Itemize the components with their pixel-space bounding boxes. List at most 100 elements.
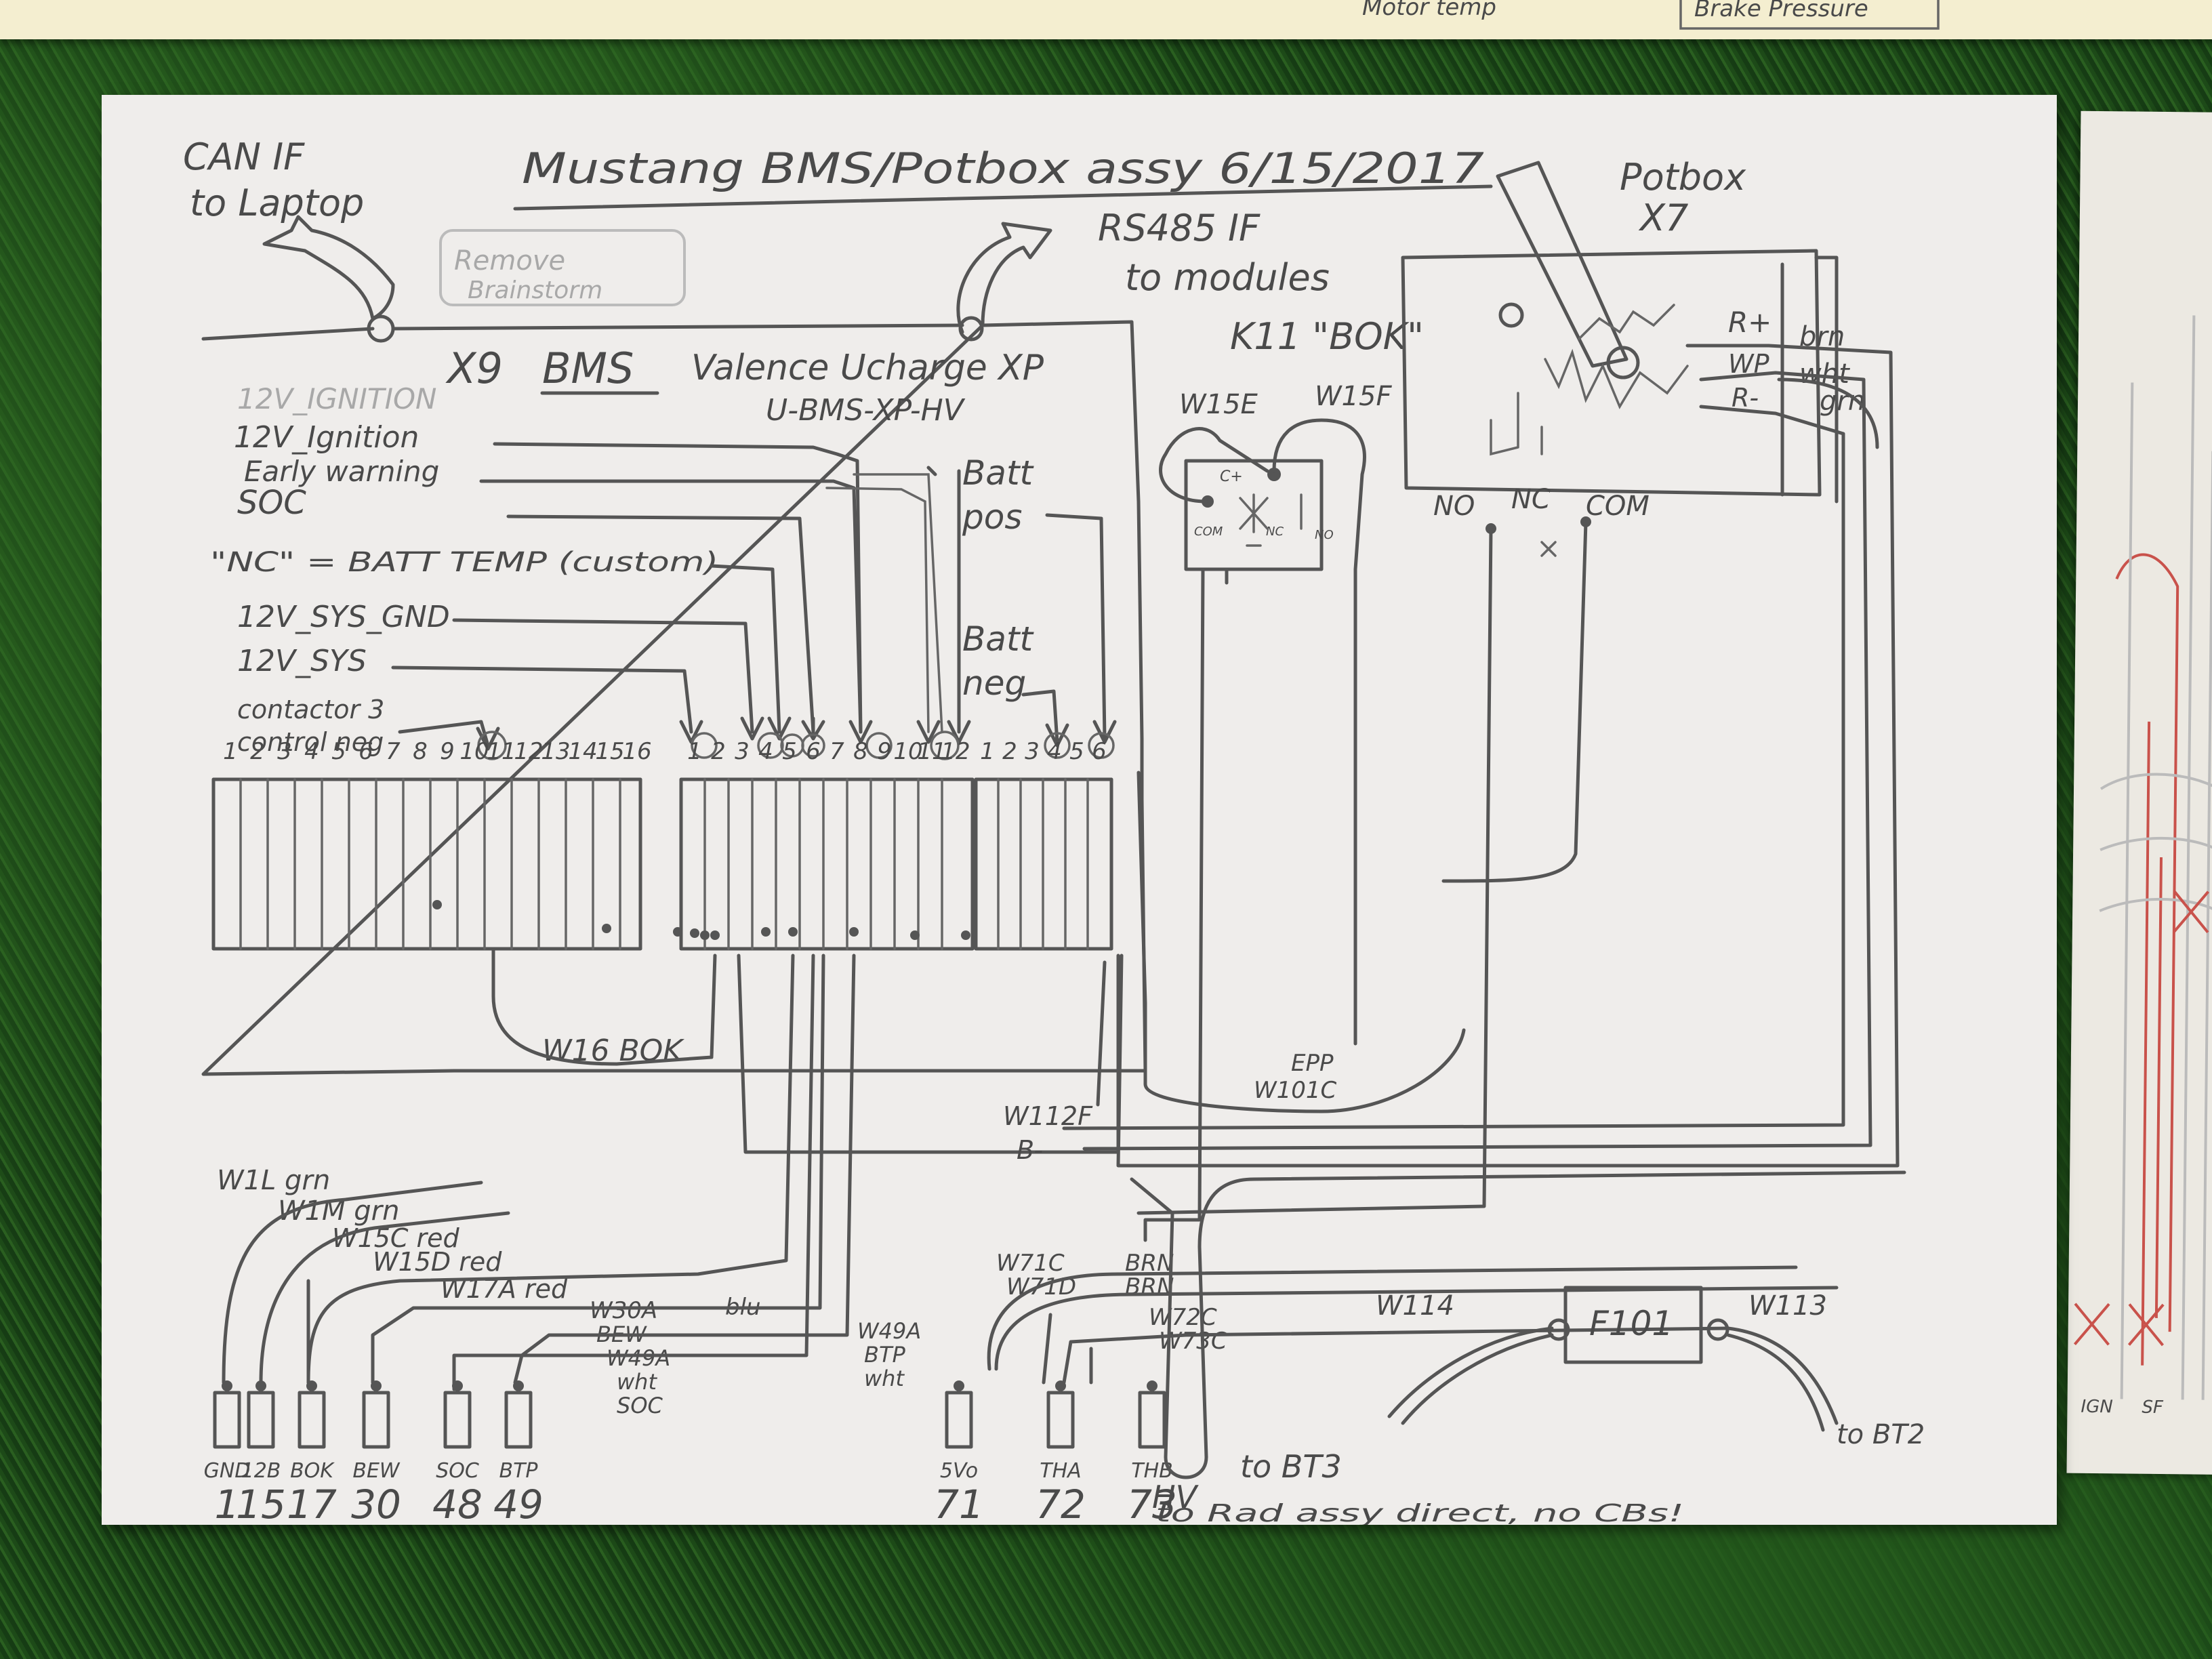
terminal-crimp xyxy=(1055,1380,1066,1391)
connector-b-pin-number: 10 xyxy=(893,738,922,765)
terminal-lug xyxy=(504,1391,533,1449)
loop-wires xyxy=(737,771,1466,1154)
terminal-number: 30 xyxy=(351,1481,401,1525)
terminal-row: GND112B15BOK17BEW30SOC48BTP495Vo71THA72T… xyxy=(204,1380,1177,1525)
relay-pin-cplus: C+ xyxy=(1220,468,1243,485)
faint-note-box xyxy=(439,229,686,306)
connector-a-pin-number: 16 xyxy=(622,738,651,765)
connector-c-pin-number: 4 xyxy=(1047,738,1062,765)
relay-pin-com: COM xyxy=(1194,525,1223,539)
connector-a-pin-number: 14 xyxy=(568,738,597,765)
arrow-a10 xyxy=(476,726,500,751)
potbox-lever xyxy=(1496,161,1629,368)
connector-b-pin-number: 1 xyxy=(687,738,702,765)
potbox-switch-com: COM xyxy=(1586,491,1650,522)
connector-a-pin-number: 15 xyxy=(595,738,624,765)
pin-dot-b1 xyxy=(602,924,611,933)
terminal-lug xyxy=(247,1391,275,1449)
rs485-label-line1: RS485 IF xyxy=(1098,207,1261,249)
terminal-crimp xyxy=(222,1380,232,1391)
terminal-number: 71 xyxy=(934,1481,984,1525)
terminal-number: 49 xyxy=(493,1481,544,1525)
right-sheet-lines xyxy=(2120,315,2212,1400)
connector-b xyxy=(679,731,975,951)
connector-a-pin-number: 6 xyxy=(359,738,373,765)
connector-a-pin10-marker xyxy=(477,731,507,760)
top-strip-text-motor: Motor temp xyxy=(1362,0,1496,21)
wire-label-w15c: W15C red xyxy=(332,1223,460,1253)
red-trace-1 xyxy=(2115,553,2179,1332)
wire-spare xyxy=(926,466,961,734)
potbox-body xyxy=(1401,249,1822,497)
connector-c-pin-number: 6 xyxy=(1092,738,1107,765)
relay-coil-symbol xyxy=(1239,493,1303,547)
arrow-b2 xyxy=(740,716,764,741)
terminal-crimp xyxy=(306,1380,317,1391)
pin-dot-c6 xyxy=(961,930,970,940)
label-contactor-line1: contactor 3 xyxy=(237,695,384,724)
connector-b-pin-number: 11 xyxy=(917,738,946,765)
terminal-lug xyxy=(945,1391,973,1449)
relay-pin-nc: NC xyxy=(1266,525,1284,539)
wire-ignition-right xyxy=(825,487,930,733)
connector-b-pin-number: 6 xyxy=(806,738,821,765)
terminal-lug xyxy=(213,1391,241,1449)
connector-b-body xyxy=(679,777,975,951)
label-12v-ignition-faint: 12V_IGNITION xyxy=(237,382,436,415)
connector-b-pin-number: 2 xyxy=(711,738,726,765)
terminal-crimp xyxy=(255,1380,266,1391)
wire-sys xyxy=(391,665,693,734)
connector-c-pin-number: 3 xyxy=(1025,738,1040,765)
fuse-wires xyxy=(1387,1326,1839,1432)
right-sheet-drawing: IGN SF xyxy=(2073,315,2212,1418)
red-trace-2 xyxy=(2141,721,2163,1366)
connector-b-pin4-marker xyxy=(757,732,784,759)
terminal-crimp xyxy=(371,1380,382,1391)
potbox-title-line1: Potbox xyxy=(1620,156,1746,199)
pin-dot-b6 xyxy=(710,930,720,940)
wire-label-w72c: W72C xyxy=(1149,1304,1217,1331)
connector-b-pin6-marker xyxy=(801,733,825,758)
right-sheet-loops xyxy=(2099,773,2212,920)
wire-batt-neg xyxy=(1021,689,1069,747)
terminal-name: 5Vo xyxy=(940,1459,978,1483)
connector-a-pin-number: 11 xyxy=(487,738,516,765)
rs485-label-line2: to modules xyxy=(1125,256,1330,299)
label-nc-batt-temp: "NC" = BATT TEMP (custom) xyxy=(210,547,718,578)
connector-a xyxy=(211,731,642,951)
hv-note: to Rad assy direct, no CBs! xyxy=(1155,1500,1684,1525)
connector-c xyxy=(974,732,1115,951)
wire-label-w1l: W1L grn xyxy=(217,1165,330,1196)
top-paper-strip: Motor temp Brake Pressure xyxy=(0,0,2212,39)
label-contactor-line2: control neg xyxy=(237,727,384,757)
label-early-warning: Early warning xyxy=(244,455,439,488)
batt-neg-line1: Batt xyxy=(962,619,1035,659)
faint-note-line1: Remove xyxy=(454,245,565,276)
top-strip-box xyxy=(1679,0,1940,30)
bms-name: BMS xyxy=(542,344,634,393)
connector-c-pin-number: 1 xyxy=(980,738,995,765)
connector-a-pin-number: 4 xyxy=(304,738,319,765)
connector-c-pin-number: 5 xyxy=(1069,738,1084,765)
terminal-lug xyxy=(1046,1391,1075,1449)
connector-b-pin12-marker xyxy=(930,731,960,760)
terminal-number: 72 xyxy=(1036,1481,1086,1525)
connector-a-slots xyxy=(239,778,621,950)
connector-a-pin-number: 13 xyxy=(541,738,570,765)
connector-c-pin-number: 2 xyxy=(1002,738,1017,765)
wire-label-epp-1: EPP xyxy=(1291,1050,1334,1077)
terminal-crimp xyxy=(513,1380,524,1391)
connector-b-pin-number: 9 xyxy=(877,738,892,765)
connector-a-body xyxy=(211,777,642,951)
wire-batt-pos xyxy=(1045,513,1117,744)
connector-b-pin-number: 5 xyxy=(782,738,797,765)
connector-a-pin-number: 9 xyxy=(440,738,455,765)
hv-to-bt3: to BT3 xyxy=(1240,1448,1342,1485)
